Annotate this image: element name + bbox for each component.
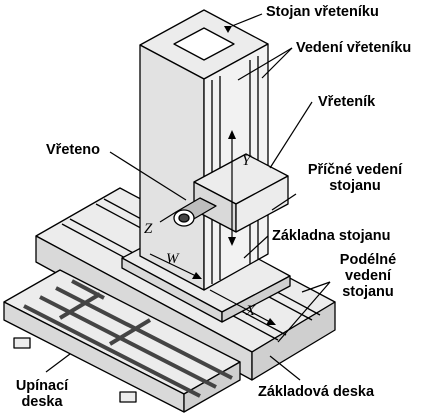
- label-long-guides-line1: Podélné: [339, 252, 397, 268]
- clamp-lug-left: [13, 337, 31, 349]
- label-column-base: Základna stojanu: [272, 228, 391, 244]
- table-slots: [23, 279, 233, 398]
- label-headstock: Vřeteník: [318, 94, 376, 110]
- axis-y-label: Y: [242, 153, 251, 169]
- arrow-heads: [192, 26, 276, 325]
- axis-w-label: W: [166, 251, 179, 267]
- label-spindle: Vřeteno: [46, 142, 100, 158]
- headstock: [193, 153, 289, 233]
- label-clamping-table-line2: deska: [21, 394, 63, 410]
- label-clamping-table-line1: Upínací: [15, 378, 69, 394]
- label-column: Stojan vřeteníku: [266, 4, 379, 20]
- clamp-lug-right: [119, 391, 137, 403]
- label-long-guides-line2: vedení: [345, 268, 391, 284]
- clamping-table: [3, 269, 241, 413]
- axis-x-label: X: [246, 303, 256, 319]
- label-base-plate: Základová deska: [258, 384, 375, 400]
- leader-lines: [45, 13, 331, 381]
- column: [139, 9, 269, 291]
- label-cross-guides-line2: stojanu: [329, 178, 381, 194]
- label-cross-guides-line1: Příčné vedení: [307, 162, 403, 178]
- label-long-guides-line3: stojanu: [342, 284, 394, 300]
- spindle: [173, 197, 217, 227]
- axis-z-label: Z: [144, 221, 153, 237]
- label-column-guides: Vedení vřeteníku: [296, 40, 412, 56]
